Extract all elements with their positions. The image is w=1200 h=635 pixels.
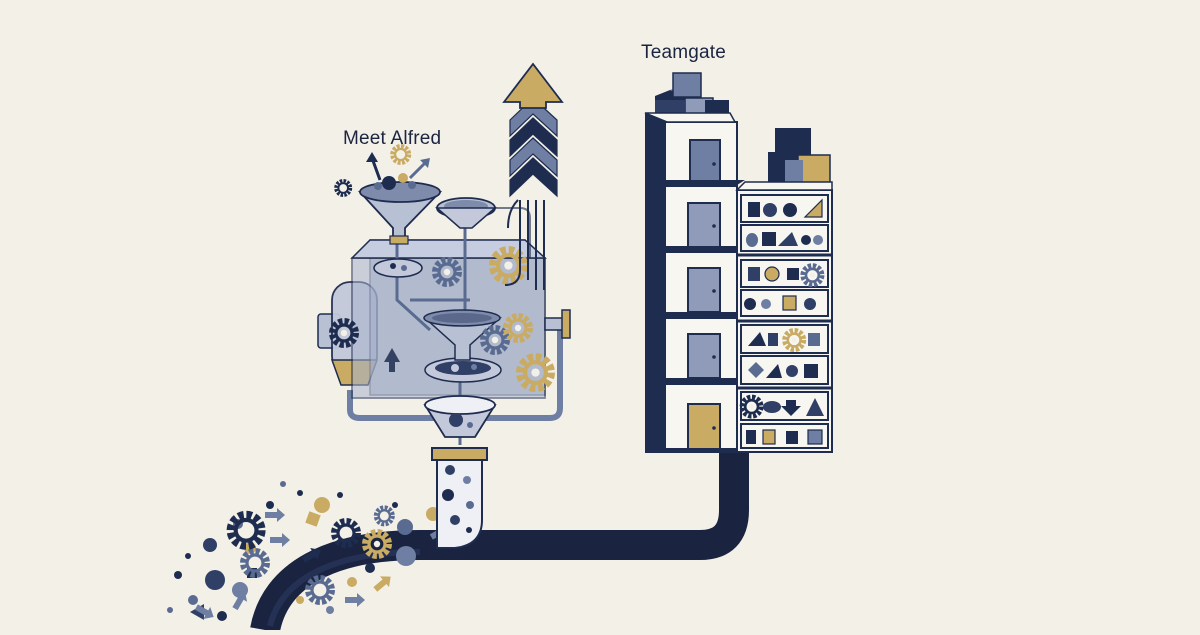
pipe [250,452,749,634]
output-funnel [423,395,497,438]
machine-label: Meet Alfred [343,128,442,149]
teamgate-building [644,72,833,453]
cube-icon [768,128,831,184]
growth-arrow [502,62,564,290]
alfred-machine [317,225,571,445]
filter-sieve [434,197,531,258]
outlet-tube [431,447,488,549]
pipe-inner [267,549,421,627]
building-label: Teamgate [641,42,727,63]
input-particles [167,481,453,624]
input-funnel [334,146,443,245]
